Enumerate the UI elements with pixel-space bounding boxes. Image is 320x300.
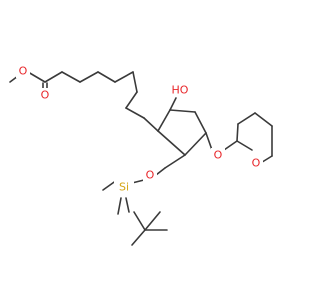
molecule-canvas: O O HO O O O Si — [9, 64, 273, 246]
bond — [237, 112, 256, 125]
bond — [205, 132, 213, 151]
label-bg — [16, 64, 30, 78]
bond — [164, 154, 186, 169]
bond — [131, 229, 146, 246]
bond — [97, 71, 116, 83]
bond — [125, 107, 145, 119]
label-bg — [38, 88, 52, 102]
structure-diagram: O O HO O O O Si — [9, 64, 273, 246]
bond — [125, 197, 130, 213]
bond — [254, 112, 273, 127]
label-bg — [249, 156, 263, 170]
thp-ring-oxygen-label: O — [252, 157, 261, 170]
bond — [114, 71, 134, 83]
silicon-label: Si — [119, 181, 129, 194]
ether-oxygen-label: O — [214, 149, 223, 162]
label-bg — [114, 179, 134, 195]
bond — [169, 97, 177, 111]
bond — [44, 71, 63, 83]
hydroxyl-label: HO — [172, 84, 189, 97]
bond — [143, 117, 159, 132]
bond — [194, 111, 207, 134]
bond — [155, 167, 166, 176]
carbonyl-oxygen-label: O — [41, 89, 50, 102]
silyl-ether-oxygen-label: O — [146, 169, 155, 182]
bond — [117, 197, 122, 215]
bond — [169, 109, 196, 113]
bond — [133, 211, 146, 231]
bond — [236, 123, 239, 142]
label-bg — [143, 168, 157, 182]
bond — [157, 109, 171, 132]
bond — [144, 211, 161, 231]
bond — [132, 71, 138, 93]
ester-oxygen-label: O — [19, 65, 28, 78]
bond — [157, 130, 186, 156]
bond — [184, 132, 207, 156]
bond — [236, 140, 253, 151]
bond — [125, 91, 138, 109]
label-bg — [211, 148, 225, 162]
label-bg — [169, 83, 191, 97]
bond — [79, 71, 99, 83]
bond — [27, 71, 46, 83]
bond — [223, 140, 238, 151]
bond — [61, 71, 81, 83]
